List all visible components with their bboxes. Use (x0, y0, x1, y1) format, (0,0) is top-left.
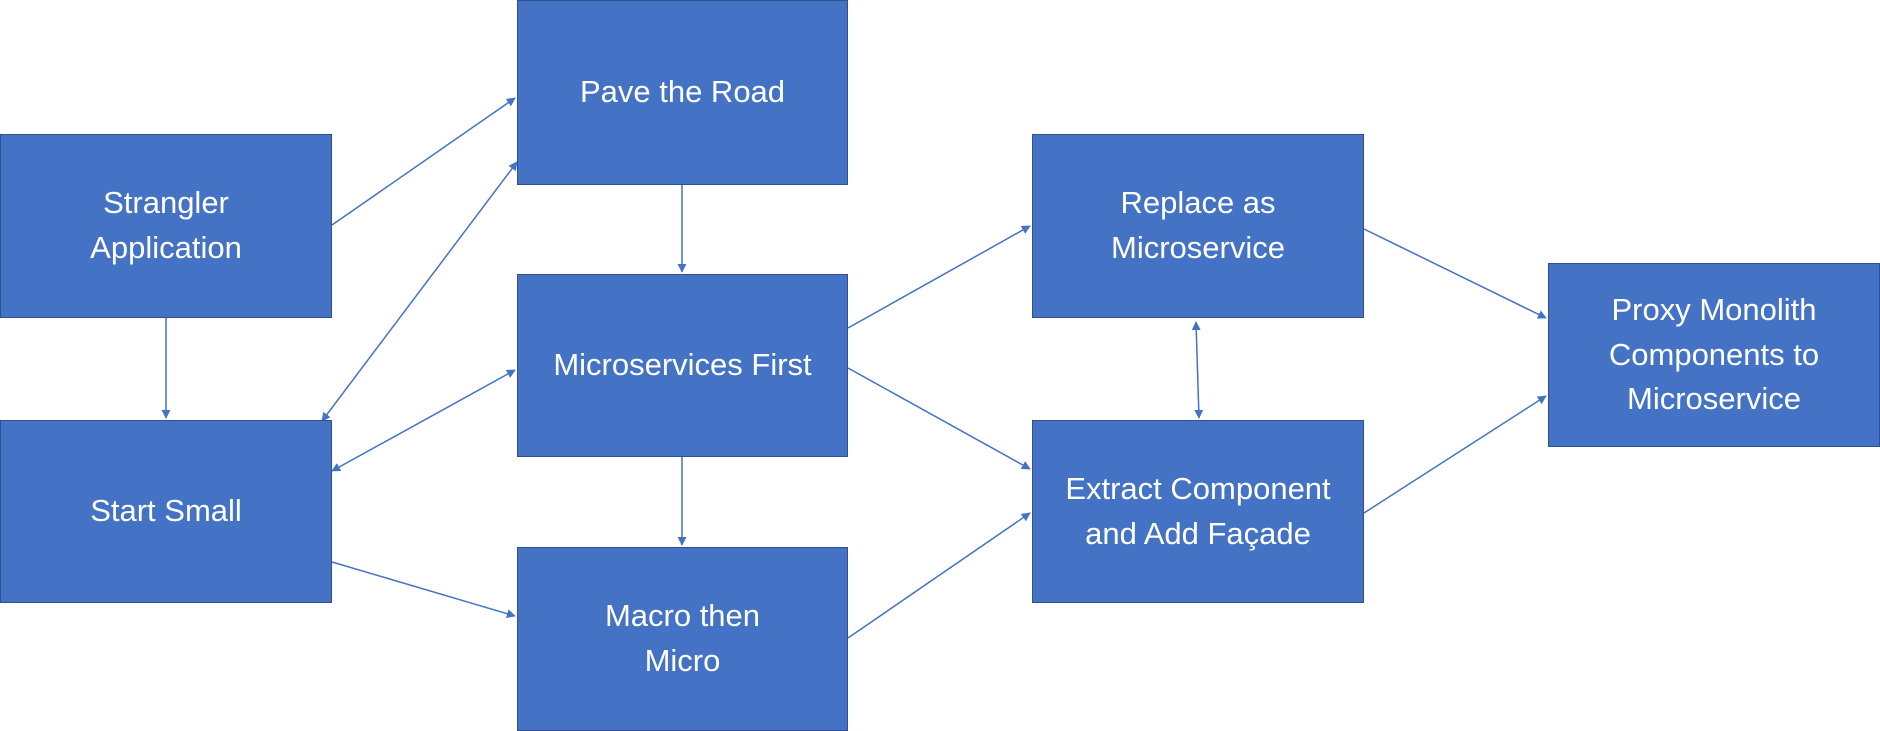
arrow-start_small-to-microservices_first (331, 369, 516, 472)
node-label: Strangler Application (90, 185, 242, 265)
arrow-macro_micro-to-extract (847, 512, 1031, 639)
arrow-microservices_first-to-extract (847, 367, 1031, 470)
node-microservices-first: Microservices First (517, 274, 848, 457)
node-extract-component: Extract Component and Add Façade (1032, 420, 1364, 603)
node-label: Replace as Microservice (1111, 185, 1285, 265)
node-macro-then-micro: Macro then Micro (517, 547, 848, 731)
arrow-replace-to-proxy (1363, 228, 1547, 319)
arrow-microservices_first-to-replace (847, 225, 1031, 329)
node-label: Proxy Monolith Components to Microservic… (1608, 291, 1820, 417)
node-label: Microservices First (553, 347, 812, 383)
node-start-small: Start Small (0, 420, 332, 603)
arrow-strangler-to-pave_road (331, 97, 516, 226)
node-label: Macro then Micro (604, 598, 761, 678)
arrow-start_small-to-pave_road (321, 161, 518, 422)
node-replace-as-microservice: Replace as Microservice (1032, 134, 1364, 318)
node-label: Pave the Road (579, 74, 786, 110)
node-label: Start Small (90, 493, 242, 529)
arrow-extract-to-proxy (1363, 395, 1547, 514)
arrow-start_small-to-macro_micro (331, 561, 516, 619)
arrow-replace-to-extract (1191, 321, 1204, 419)
node-label: Extract Component and Add Façade (1065, 470, 1331, 551)
node-pave-the-road: Pave the Road (517, 0, 848, 185)
node-strangler-application: Strangler Application (0, 134, 332, 318)
node-proxy-monolith: Proxy Monolith Components to Microservic… (1548, 263, 1880, 447)
